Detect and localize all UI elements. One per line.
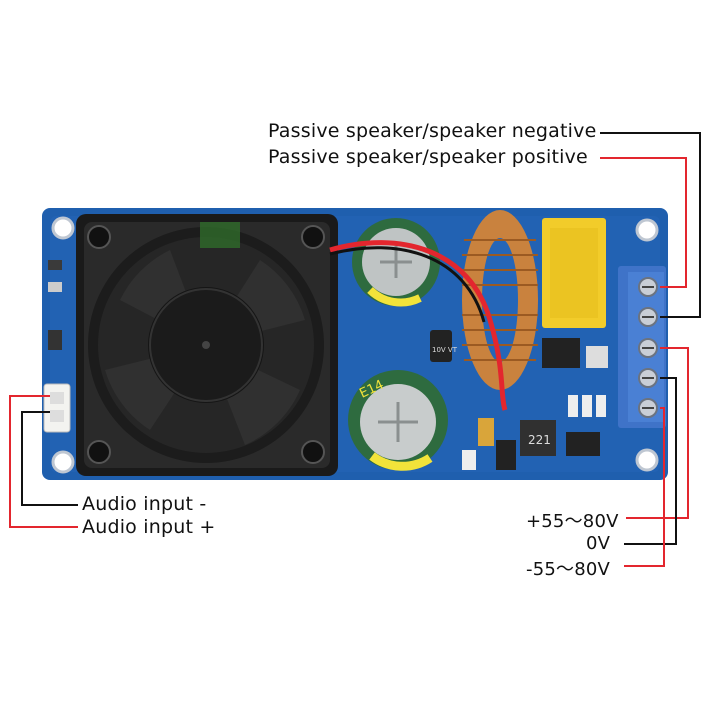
capacitor-lower: E14 — [348, 370, 448, 471]
red-wire — [329, 240, 508, 411]
leader-speaker-negative — [600, 132, 701, 318]
label-speaker-positive: Passive speaker/speaker positive — [268, 146, 588, 168]
leader-power-positive — [626, 347, 689, 519]
mounting-holes — [51, 216, 659, 474]
inductor-chip-marking: 221 — [528, 433, 551, 447]
label-speaker-negative: Passive speaker/speaker negative — [268, 120, 597, 142]
label-audio-input-negative: Audio input - — [82, 493, 207, 515]
small-cap-marking: 10V VT — [432, 346, 458, 354]
capacitor-upper — [352, 218, 440, 307]
leader-power-ground — [624, 377, 677, 545]
input-connector — [43, 383, 71, 433]
cooling-fan — [76, 214, 338, 476]
leader-audio-positive — [9, 395, 78, 528]
leader-power-negative — [624, 407, 665, 567]
leader-speaker-positive — [600, 157, 687, 288]
inductor-chip — [520, 420, 556, 456]
small-capacitor — [430, 330, 452, 362]
label-audio-input-positive: Audio input + — [82, 516, 216, 538]
label-power-positive: +55～80V — [526, 511, 619, 532]
chip-1 — [542, 338, 580, 368]
label-power-negative: -55～80V — [526, 559, 611, 580]
terminal-block — [618, 266, 666, 428]
chip-u2 — [566, 432, 600, 456]
leader-audio-negative — [21, 411, 78, 506]
label-power-ground: 0V — [586, 533, 611, 554]
